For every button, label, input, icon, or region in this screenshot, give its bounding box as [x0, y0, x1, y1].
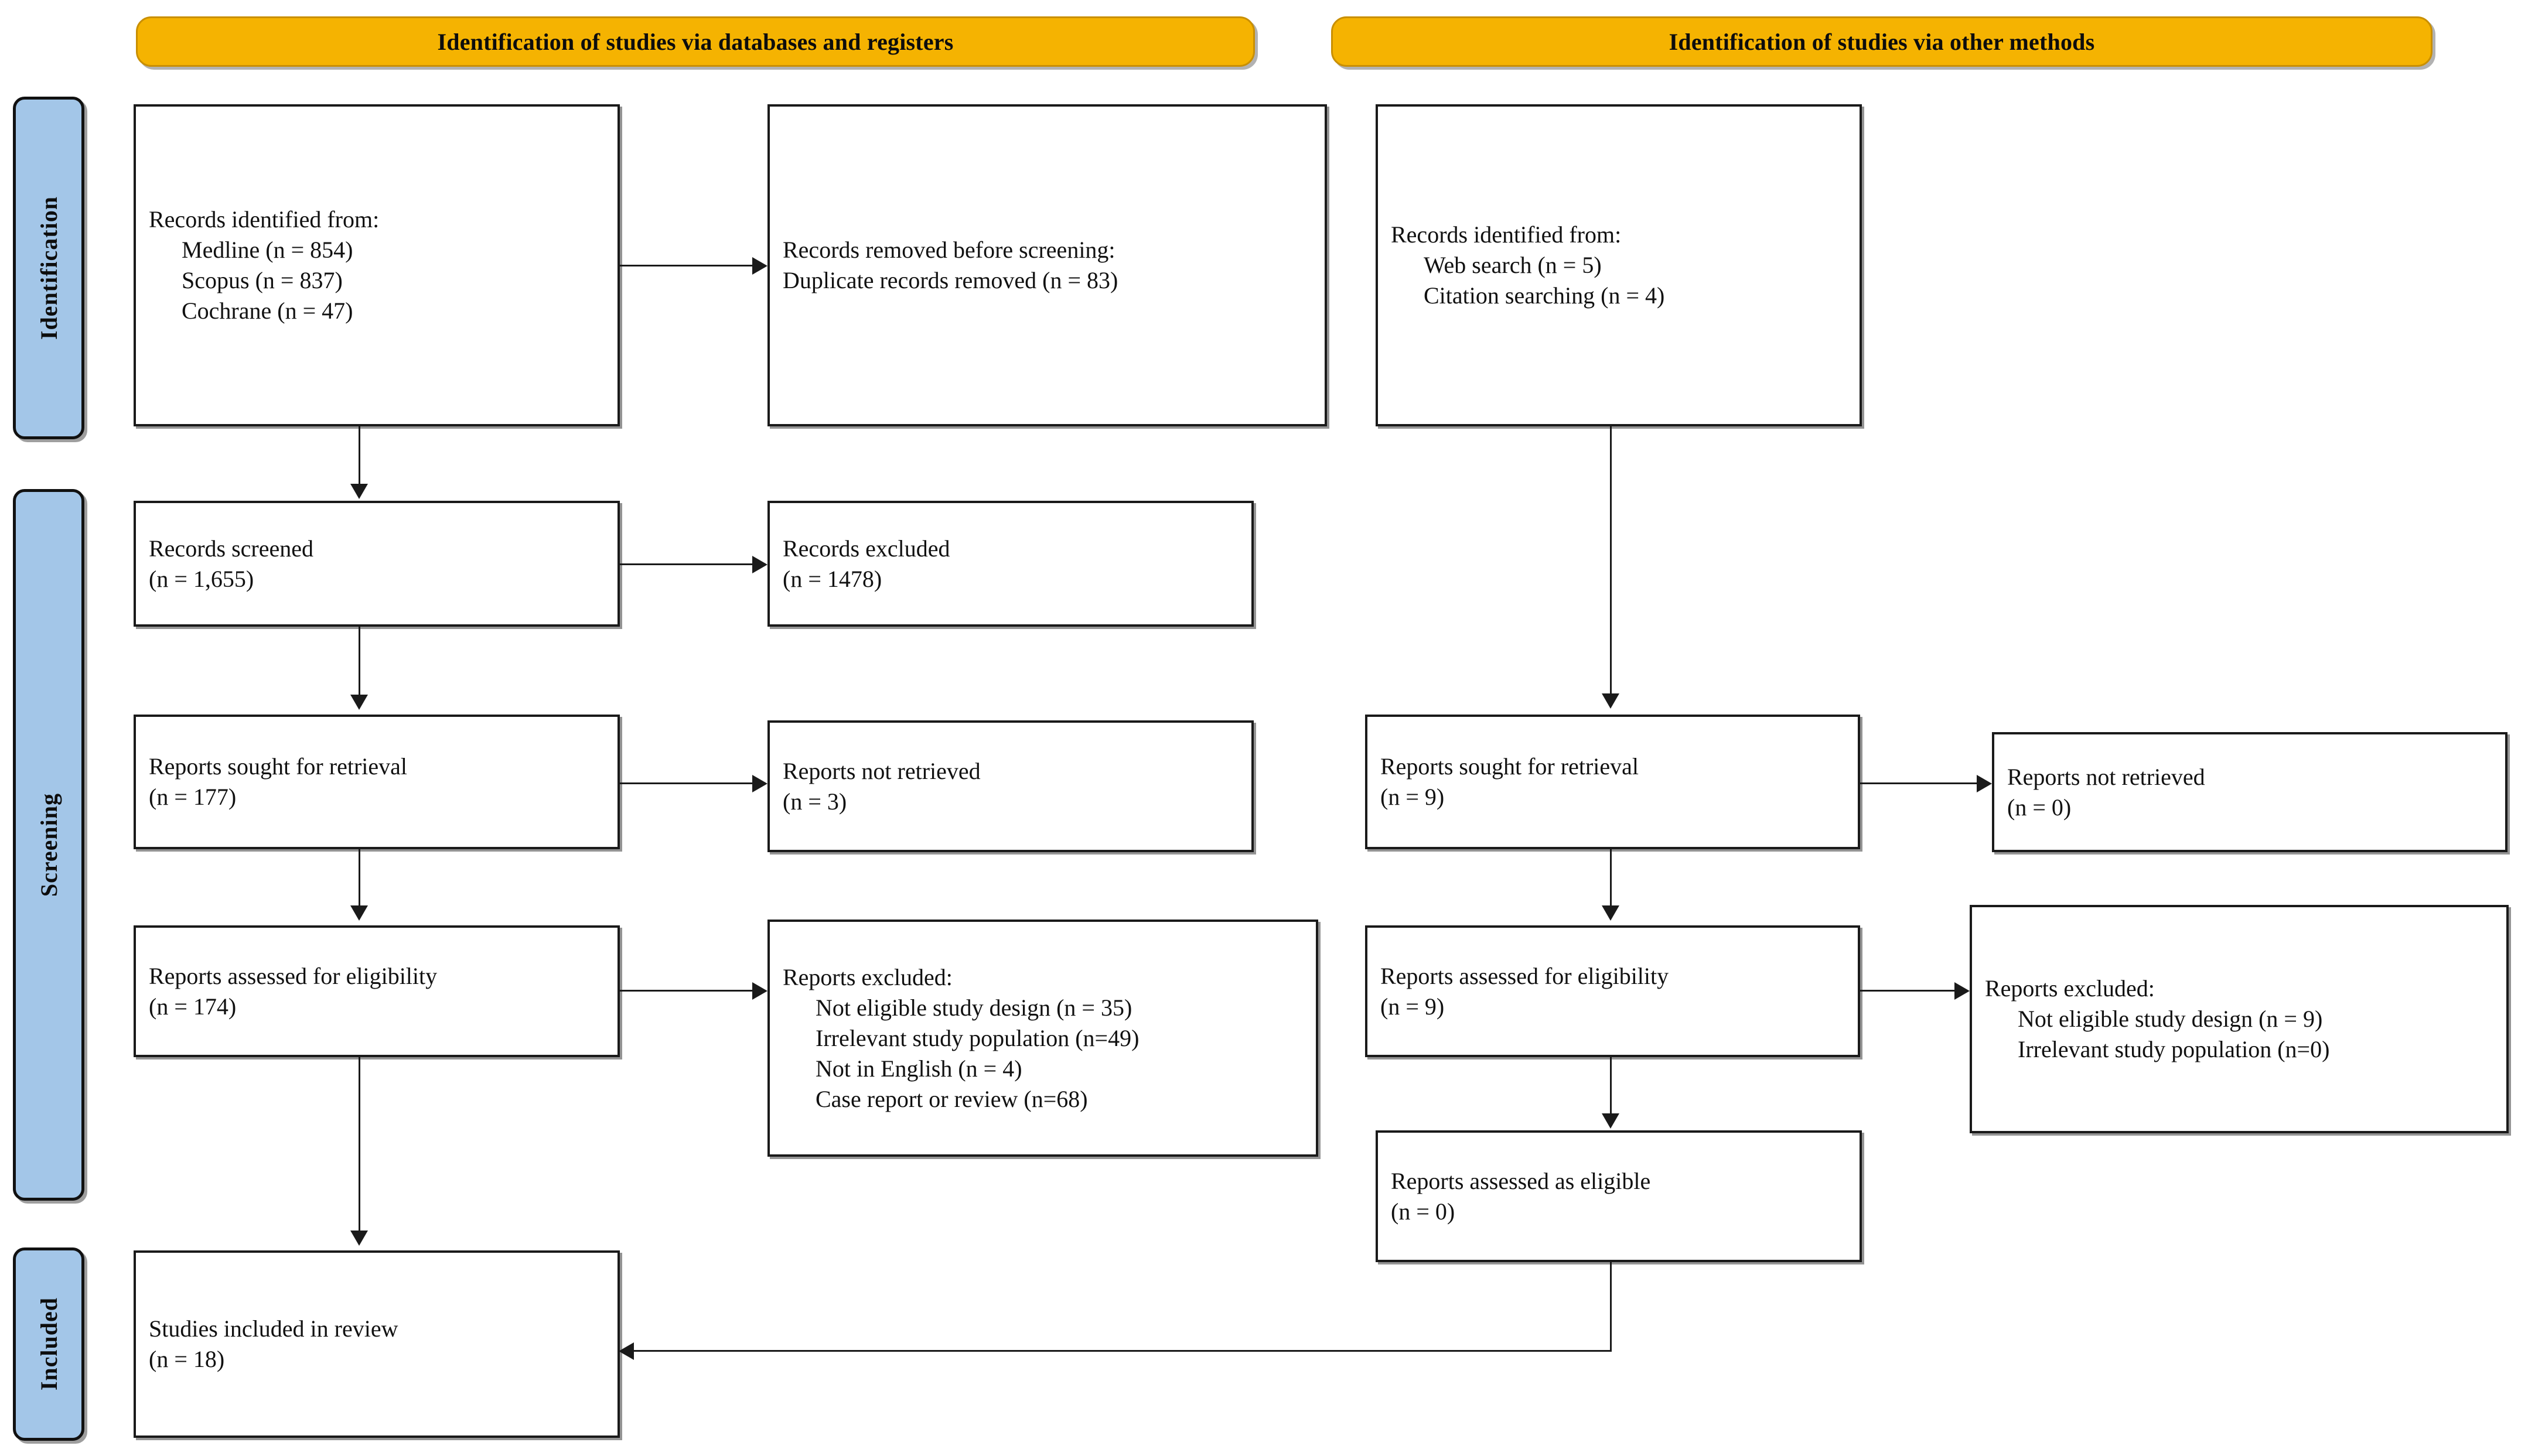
records-excluded-title: Records excluded	[783, 535, 950, 562]
connector-other-identified-to-sought	[1610, 426, 1612, 695]
reports-not-retrieved-right-title: Reports not retrieved	[2007, 763, 2205, 790]
box-reports-assessed-left: Reports assessed for eligibility (n = 17…	[134, 925, 620, 1057]
reports-assessed-right-title: Reports assessed for eligibility	[1380, 962, 1669, 989]
records-screened-count: (n = 1,655)	[149, 565, 254, 592]
arrow-screened-to-excluded	[752, 556, 767, 573]
arrow-identified-to-screened	[350, 484, 368, 499]
records-identified-title: Records identified from:	[149, 206, 380, 233]
stage-tab-identification: Identification	[13, 97, 84, 439]
reports-assessed-right-count: (n = 9)	[1380, 993, 1445, 1020]
reports-assessed-left-title: Reports assessed for eligibility	[149, 962, 438, 989]
stage-tab-identification-label: Identification	[35, 196, 62, 340]
box-records-screened: Records screened (n = 1,655)	[134, 501, 620, 627]
arrow-assessed-to-reports-excluded	[752, 982, 767, 1000]
records-identified-source-cochrane: Cochrane (n = 47)	[182, 298, 353, 324]
reports-excluded-right-reason-design: Not eligible study design (n = 9)	[2018, 1006, 2323, 1032]
arrow-sought-to-assessed	[350, 905, 368, 921]
records-identified-other-title: Records identified from:	[1391, 221, 1622, 248]
banner-databases-and-registers: Identification of studies via databases …	[136, 16, 1255, 67]
connector-screened-to-excluded	[620, 563, 752, 565]
box-reports-assessed-right: Reports assessed for eligibility (n = 9)	[1365, 925, 1860, 1057]
arrow-eligible-to-included	[619, 1342, 634, 1360]
reports-excluded-left-reason-case-report: Case report or review (n=68)	[816, 1085, 1088, 1112]
connector-eligible-down-stub	[1610, 1262, 1612, 1351]
arrow-right-sought-to-assessed	[1602, 905, 1619, 921]
records-screened-title: Records screened	[149, 535, 313, 562]
box-studies-included-in-review: Studies included in review (n = 18)	[134, 1250, 620, 1438]
records-removed-duplicates: Duplicate records removed (n = 83)	[783, 267, 1118, 293]
reports-excluded-right-title: Reports excluded:	[1985, 975, 2155, 1002]
connector-right-assessed-to-excluded	[1860, 990, 1954, 992]
reports-sought-left-title: Reports sought for retrieval	[149, 753, 407, 780]
connector-assessed-to-included	[359, 1057, 360, 1232]
reports-sought-left-count: (n = 177)	[149, 784, 237, 810]
reports-sought-right-title: Reports sought for retrieval	[1380, 753, 1639, 780]
stage-tab-included: Included	[13, 1247, 84, 1441]
records-identified-source-scopus: Scopus (n = 837)	[182, 267, 343, 293]
records-identified-other-source-citation: Citation searching (n = 4)	[1424, 282, 1665, 309]
reports-excluded-left-title: Reports excluded:	[783, 963, 953, 990]
reports-excluded-left-reason-language: Not in English (n = 4)	[816, 1055, 1022, 1082]
stage-tab-screening-label: Screening	[35, 792, 62, 897]
connector-right-assessed-to-eligible	[1610, 1057, 1612, 1115]
banner-databases-label: Identification of studies via databases …	[437, 28, 954, 55]
box-records-identified-databases: Records identified from: Medline (n = 85…	[134, 104, 620, 426]
reports-assessed-left-count: (n = 174)	[149, 993, 237, 1020]
records-identified-other-source-web: Web search (n = 5)	[1424, 252, 1602, 278]
reports-sought-right-count: (n = 9)	[1380, 784, 1445, 810]
box-reports-sought-right: Reports sought for retrieval (n = 9)	[1365, 715, 1860, 849]
studies-included-count: (n = 18)	[149, 1346, 225, 1372]
connector-right-sought-to-not-retrieved	[1860, 782, 1977, 784]
arrow-identified-to-removed	[752, 257, 767, 275]
box-records-excluded: Records excluded (n = 1478)	[767, 501, 1254, 627]
records-removed-title: Records removed before screening:	[783, 237, 1115, 263]
connector-screened-to-sought	[359, 627, 360, 696]
banner-other-methods-label: Identification of studies via other meth…	[1669, 28, 2095, 55]
box-records-removed-before-screening: Records removed before screening: Duplic…	[767, 104, 1327, 426]
reports-not-retrieved-left-title: Reports not retrieved	[783, 757, 981, 784]
arrow-other-identified-to-sought	[1602, 693, 1619, 709]
box-reports-not-retrieved-left: Reports not retrieved (n = 3)	[767, 720, 1254, 852]
records-identified-source-medline: Medline (n = 854)	[182, 237, 353, 263]
reports-excluded-right-reason-population: Irrelevant study population (n=0)	[2018, 1036, 2330, 1062]
stage-tab-screening: Screening	[13, 489, 84, 1201]
reports-excluded-left-reason-population: Irrelevant study population (n=49)	[816, 1024, 1140, 1051]
connector-identified-to-removed	[620, 265, 752, 266]
box-reports-not-retrieved-right: Reports not retrieved (n = 0)	[1992, 732, 2507, 852]
connector-sought-to-assessed	[359, 849, 360, 907]
connector-right-sought-to-assessed	[1610, 849, 1612, 907]
connector-eligible-to-included-horizontal	[634, 1350, 1612, 1352]
box-reports-excluded-left: Reports excluded: Not eligible study des…	[767, 920, 1318, 1157]
box-reports-excluded-right: Reports excluded: Not eligible study des…	[1970, 905, 2509, 1133]
connector-identified-to-screened	[359, 426, 360, 486]
studies-included-title: Studies included in review	[149, 1315, 398, 1342]
arrow-screened-to-sought	[350, 695, 368, 710]
box-reports-sought-left: Reports sought for retrieval (n = 177)	[134, 715, 620, 849]
box-records-identified-other-methods: Records identified from: Web search (n =…	[1376, 104, 1862, 426]
arrow-assessed-to-included	[350, 1231, 368, 1246]
connector-assessed-to-reports-excluded	[620, 990, 752, 992]
banner-other-methods: Identification of studies via other meth…	[1331, 16, 2433, 67]
box-reports-assessed-as-eligible: Reports assessed as eligible (n = 0)	[1376, 1130, 1862, 1262]
arrow-right-assessed-to-eligible	[1602, 1113, 1619, 1129]
records-excluded-count: (n = 1478)	[783, 565, 882, 592]
arrow-sought-to-not-retrieved	[752, 775, 767, 792]
reports-eligible-count: (n = 0)	[1391, 1198, 1455, 1225]
stage-tab-included-label: Included	[35, 1297, 62, 1391]
arrow-right-sought-to-not-retrieved	[1977, 775, 1992, 792]
reports-excluded-left-reason-design: Not eligible study design (n = 35)	[816, 994, 1132, 1021]
reports-eligible-title: Reports assessed as eligible	[1391, 1167, 1651, 1194]
reports-not-retrieved-right-count: (n = 0)	[2007, 794, 2072, 821]
connector-sought-to-not-retrieved	[620, 782, 752, 784]
reports-not-retrieved-left-count: (n = 3)	[783, 788, 847, 815]
arrow-right-assessed-to-excluded	[1954, 982, 1970, 1000]
